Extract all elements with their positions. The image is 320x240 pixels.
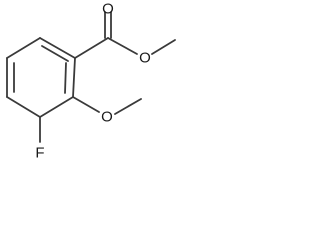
methyl-ester-group [74,11,176,59]
fluorine-label: F [35,145,44,162]
bond-methoxy-oxygen-to-methyl [114,98,142,115]
methoxy-group [72,96,142,115]
ring-bond-c1-c2 [72,57,76,98]
ring-double-bond-inner-top [41,45,69,62]
carbonyl-oxygen-label: O [102,1,114,18]
ring-bond-c3-c4 [6,96,41,118]
methoxy-oxygen-label: O [101,109,113,126]
ring-bond-c6-c1 [39,37,76,59]
bond-ring-to-carbonyl-carbon [74,37,109,59]
ring-bond-c2-c3 [39,96,74,118]
bond-ring-to-methoxy-oxygen [72,96,100,113]
ester-oxygen-label: O [139,50,151,67]
benzene-ring [6,37,76,118]
bond-ester-oxygen-to-methyl [151,39,176,55]
ring-double-bond-inner-right [64,62,67,94]
ring-bond-c5-c6 [6,37,41,59]
bond-carbonyl-to-ester-oxygen [107,37,138,55]
molecule-structure-diagram: O O O F [6,1,176,162]
